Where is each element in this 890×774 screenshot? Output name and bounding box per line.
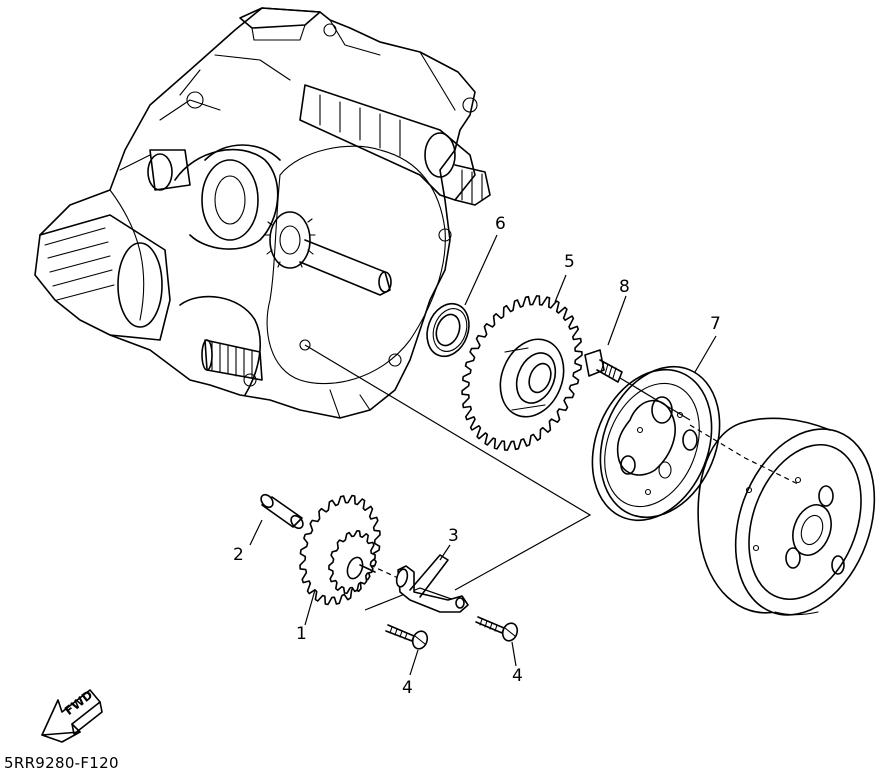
alignment-lines bbox=[304, 344, 801, 611]
part-5-gear bbox=[461, 295, 583, 451]
callout-1: 1 bbox=[296, 624, 307, 644]
callout-4-left: 4 bbox=[402, 678, 413, 698]
part-6-washer bbox=[426, 302, 470, 358]
fwd-arrow-icon bbox=[41, 689, 103, 743]
leader-lines bbox=[249, 234, 717, 676]
part-7-starter-clutch bbox=[591, 365, 721, 522]
part-3-plate bbox=[395, 554, 469, 613]
flywheel-rotor bbox=[697, 417, 876, 616]
callout-8: 8 bbox=[619, 277, 630, 297]
part-4-screw-left bbox=[385, 624, 429, 650]
part-8-bolt bbox=[584, 349, 623, 383]
callout-4-right: 4 bbox=[512, 666, 523, 686]
callout-7: 7 bbox=[710, 314, 721, 334]
part-2-pin bbox=[260, 493, 304, 530]
part-1-idler-gear bbox=[299, 494, 381, 606]
callout-3: 3 bbox=[448, 526, 459, 546]
crankcase-assembly bbox=[34, 7, 491, 419]
callout-2: 2 bbox=[233, 545, 244, 565]
part-4-screw-right bbox=[475, 616, 519, 642]
drawing-code: 5RR9280-F120 bbox=[4, 754, 119, 772]
callout-6: 6 bbox=[495, 214, 506, 234]
callout-5: 5 bbox=[564, 252, 575, 272]
